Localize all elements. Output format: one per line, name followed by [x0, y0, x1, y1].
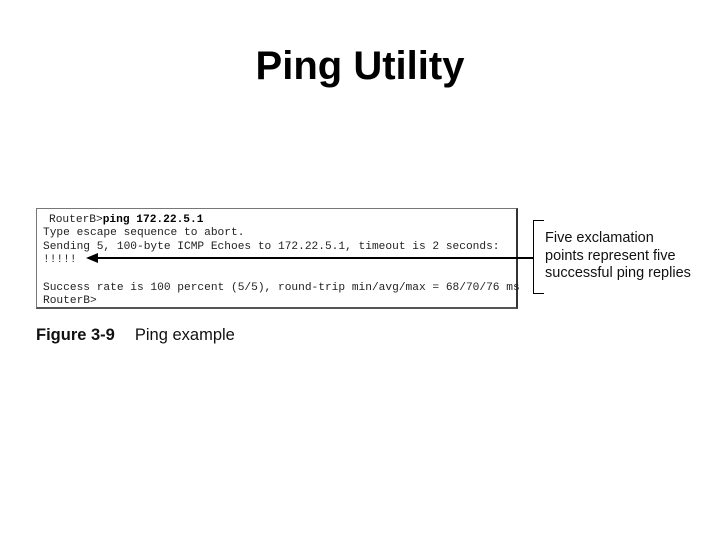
- callout-line: points represent five: [545, 247, 676, 264]
- callout-bracket: [533, 220, 544, 294]
- callout-arrow-line: [88, 257, 534, 259]
- slide-title: Ping Utility: [255, 44, 465, 88]
- console-command-line: RouterB>ping 172.22.5.1: [49, 213, 203, 227]
- callout-line: Five exclamation: [545, 230, 654, 246]
- console-line: Type escape sequence to abort.: [43, 227, 245, 239]
- console-line: RouterB>: [43, 295, 97, 307]
- console-command: ping 172.22.5.1: [102, 214, 204, 226]
- console-prompt: RouterB>: [49, 214, 103, 226]
- figure-caption: Figure 3-9 Ping example: [36, 326, 235, 345]
- console-line: Sending 5, 100-byte ICMP Echoes to 172.2…: [43, 241, 500, 253]
- console-line-replies: !!!!!: [43, 254, 77, 266]
- callout-note: Five exclamation points represent five s…: [545, 230, 691, 283]
- arrowhead-icon: [86, 253, 98, 263]
- console-output: RouterB>ping 172.22.5.1 Type escape sequ…: [36, 208, 520, 309]
- figure-caption-text: Ping example: [134, 326, 235, 344]
- figure-number: Figure 3-9: [36, 326, 115, 344]
- callout-line: successful ping replies: [545, 265, 691, 281]
- console-line: Success rate is 100 percent (5/5), round…: [43, 282, 520, 294]
